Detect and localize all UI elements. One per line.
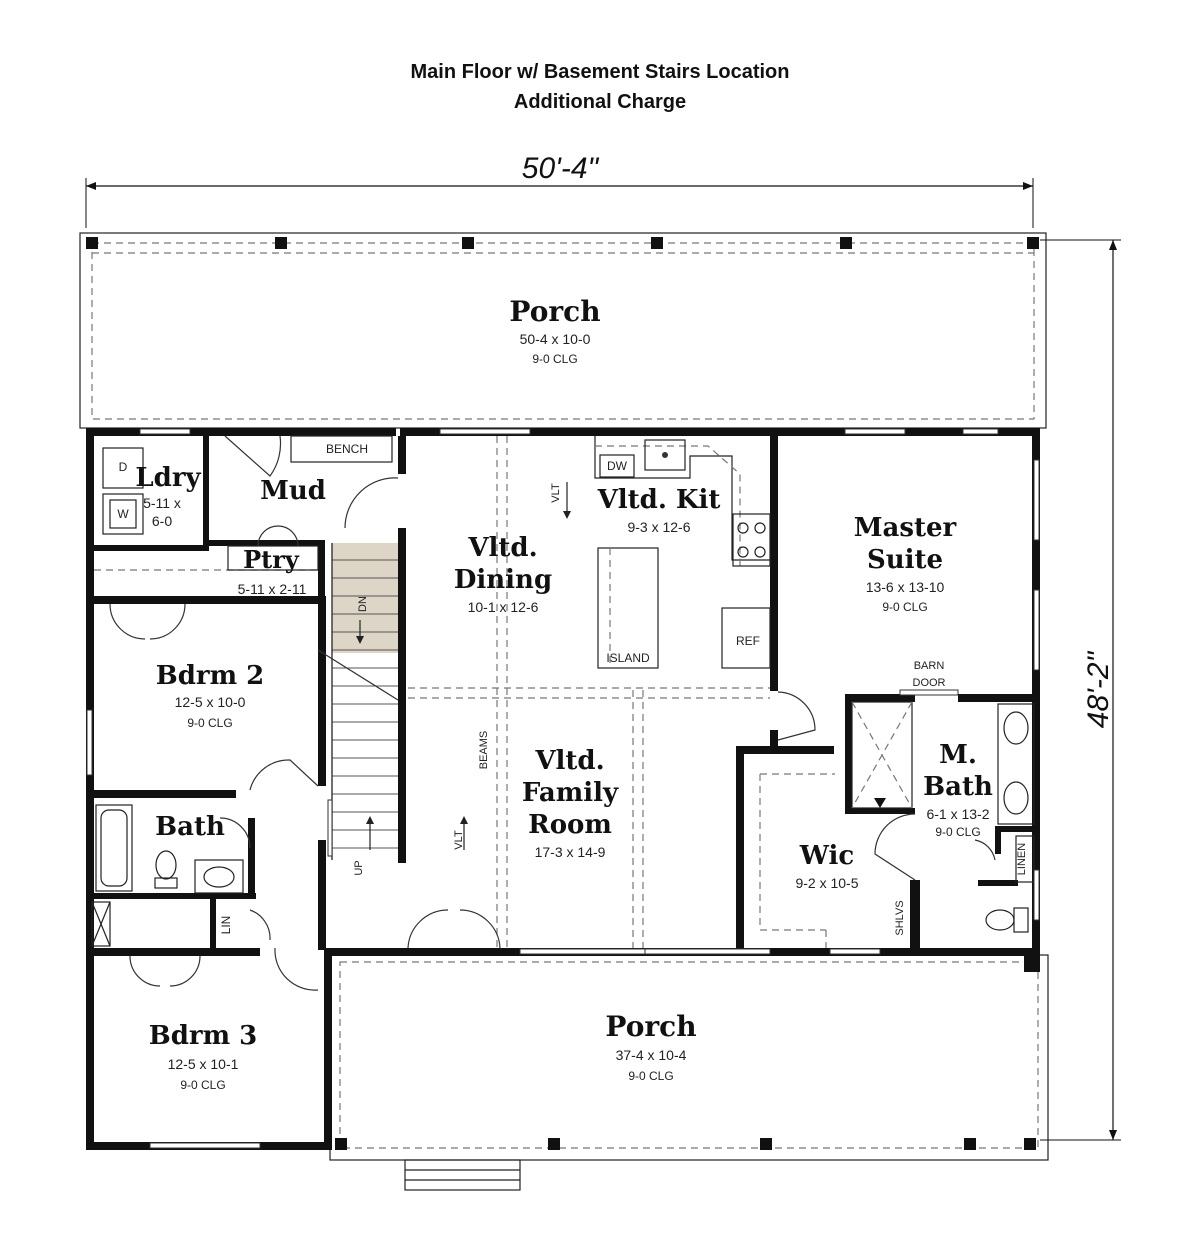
master-name-2: Suite (867, 545, 943, 575)
pantry-shelf (227, 545, 319, 571)
sink (644, 439, 686, 471)
master-toilet (985, 909, 1015, 931)
shower (851, 701, 913, 809)
wic-name: Wic (799, 841, 854, 871)
master-size: 13-6 x 13-10 (866, 579, 945, 595)
pantry-name: Ptry (243, 545, 300, 574)
wic-size: 9-2 x 10-5 (795, 875, 858, 891)
washer-label: W (117, 507, 129, 521)
mud-name: Mud (260, 476, 326, 506)
linen-cabinet (1015, 835, 1035, 883)
rear-porch (329, 954, 1049, 1191)
door-swings (109, 435, 996, 991)
barn-door-label-1: BARN (914, 660, 945, 672)
dryer (102, 447, 144, 489)
depth-dimension: 48'-2" (1040, 239, 1121, 1141)
laundry-fixtures (102, 447, 144, 535)
dryer-label: D (119, 460, 128, 474)
island (597, 547, 659, 669)
porch-steps (404, 1159, 521, 1191)
basement-stairs (317, 543, 399, 860)
master-bath-fixtures (851, 701, 1035, 933)
dining-size: 10-1 x 12-6 (468, 599, 539, 615)
kitchen-name: Vltd. Kit (597, 485, 721, 515)
plan-title-line2: Additional Charge (513, 91, 687, 113)
island-label: ISLAND (606, 651, 650, 665)
width-dimension-label: 50'-4" (522, 152, 600, 185)
stairs-up-label: UP (353, 860, 365, 875)
bedroom2-ceiling: 9-0 CLG (187, 716, 232, 730)
dining-name-2: Dining (454, 565, 552, 595)
refrigerator (721, 607, 771, 669)
beams-label: BEAMS (478, 731, 490, 770)
master-linen-label: LINEN (1016, 843, 1028, 875)
pantry-size: 5-11 x 2-11 (238, 581, 307, 597)
laundry-size-1: 5-11 x (143, 495, 181, 511)
bath-name: Bath (155, 812, 225, 842)
linen-closet-x (91, 901, 111, 947)
dishwasher (599, 454, 635, 478)
master-bath-ceiling: 9-0 CLG (935, 825, 980, 839)
family-vault-label: VLT (453, 830, 465, 850)
tub (95, 804, 133, 892)
family-name-2: Family (522, 778, 619, 808)
room-labels: Porch 50-4 x 10-0 9-0 CLG Ldry 5-11 x 6-… (117, 295, 1028, 1092)
hall-linen-label: LIN (219, 916, 233, 935)
bedroom3-size: 12-5 x 10-1 (168, 1056, 239, 1072)
dishwasher-label: DW (607, 459, 628, 473)
bedroom2-name: Bdrm 2 (156, 661, 265, 691)
bench (290, 435, 393, 463)
bedroom3-name: Bdrm 3 (149, 1021, 258, 1051)
kitchen-size: 9-3 x 12-6 (627, 519, 690, 535)
bench-label: BENCH (326, 442, 368, 456)
beam-lines (94, 436, 835, 948)
family-name-1: Vltd. (534, 746, 604, 776)
toilet (155, 850, 177, 880)
family-size: 17-3 x 14-9 (535, 844, 606, 860)
range (732, 513, 771, 567)
washer (102, 493, 144, 535)
stairs-down-label: DN (357, 596, 369, 612)
plan-title-line1: Main Floor w/ Basement Stairs Location (410, 61, 790, 83)
master-bath-name-2: Bath (923, 772, 993, 802)
bath-fixtures (91, 804, 244, 947)
kitchen-fixtures (460, 436, 771, 850)
dining-name-1: Vltd. (467, 533, 537, 563)
bedroom2-size: 12-5 x 10-0 (175, 694, 246, 710)
kitchen-vault-label: VLT (550, 483, 562, 503)
rear-porch-size: 37-4 x 10-4 (616, 1047, 687, 1063)
width-dimension: 50'-4" (85, 152, 1034, 228)
laundry-size-2: 6-0 (152, 513, 172, 529)
interior-walls (86, 436, 1040, 956)
depth-dimension-label: 48'-2" (1082, 650, 1115, 728)
master-ceiling: 9-0 CLG (882, 600, 927, 614)
bedroom3-ceiling: 9-0 CLG (180, 1078, 225, 1092)
rear-porch-ceiling: 9-0 CLG (628, 1069, 673, 1083)
front-porch-ceiling: 9-0 CLG (532, 352, 577, 366)
master-name-1: Master (854, 513, 957, 543)
laundry-name: Ldry (135, 463, 201, 493)
shelves-label: SHLVS (894, 900, 906, 935)
bath-sink (194, 859, 244, 894)
master-bath-size: 6-1 x 13-2 (926, 806, 989, 822)
refrigerator-label: REF (736, 634, 760, 648)
double-vanity (997, 703, 1035, 825)
front-porch-size: 50-4 x 10-0 (520, 331, 591, 347)
barn-door-label-2: DOOR (913, 677, 946, 689)
family-name-3: Room (528, 810, 612, 840)
front-porch (79, 232, 1047, 429)
windows (86, 428, 1040, 1149)
plan-title: Main Floor w/ Basement Stairs Location A… (0, 57, 1200, 117)
master-bath-name-1: M. (939, 740, 977, 770)
rear-porch-name: Porch (605, 1010, 696, 1043)
front-porch-name: Porch (509, 295, 600, 328)
